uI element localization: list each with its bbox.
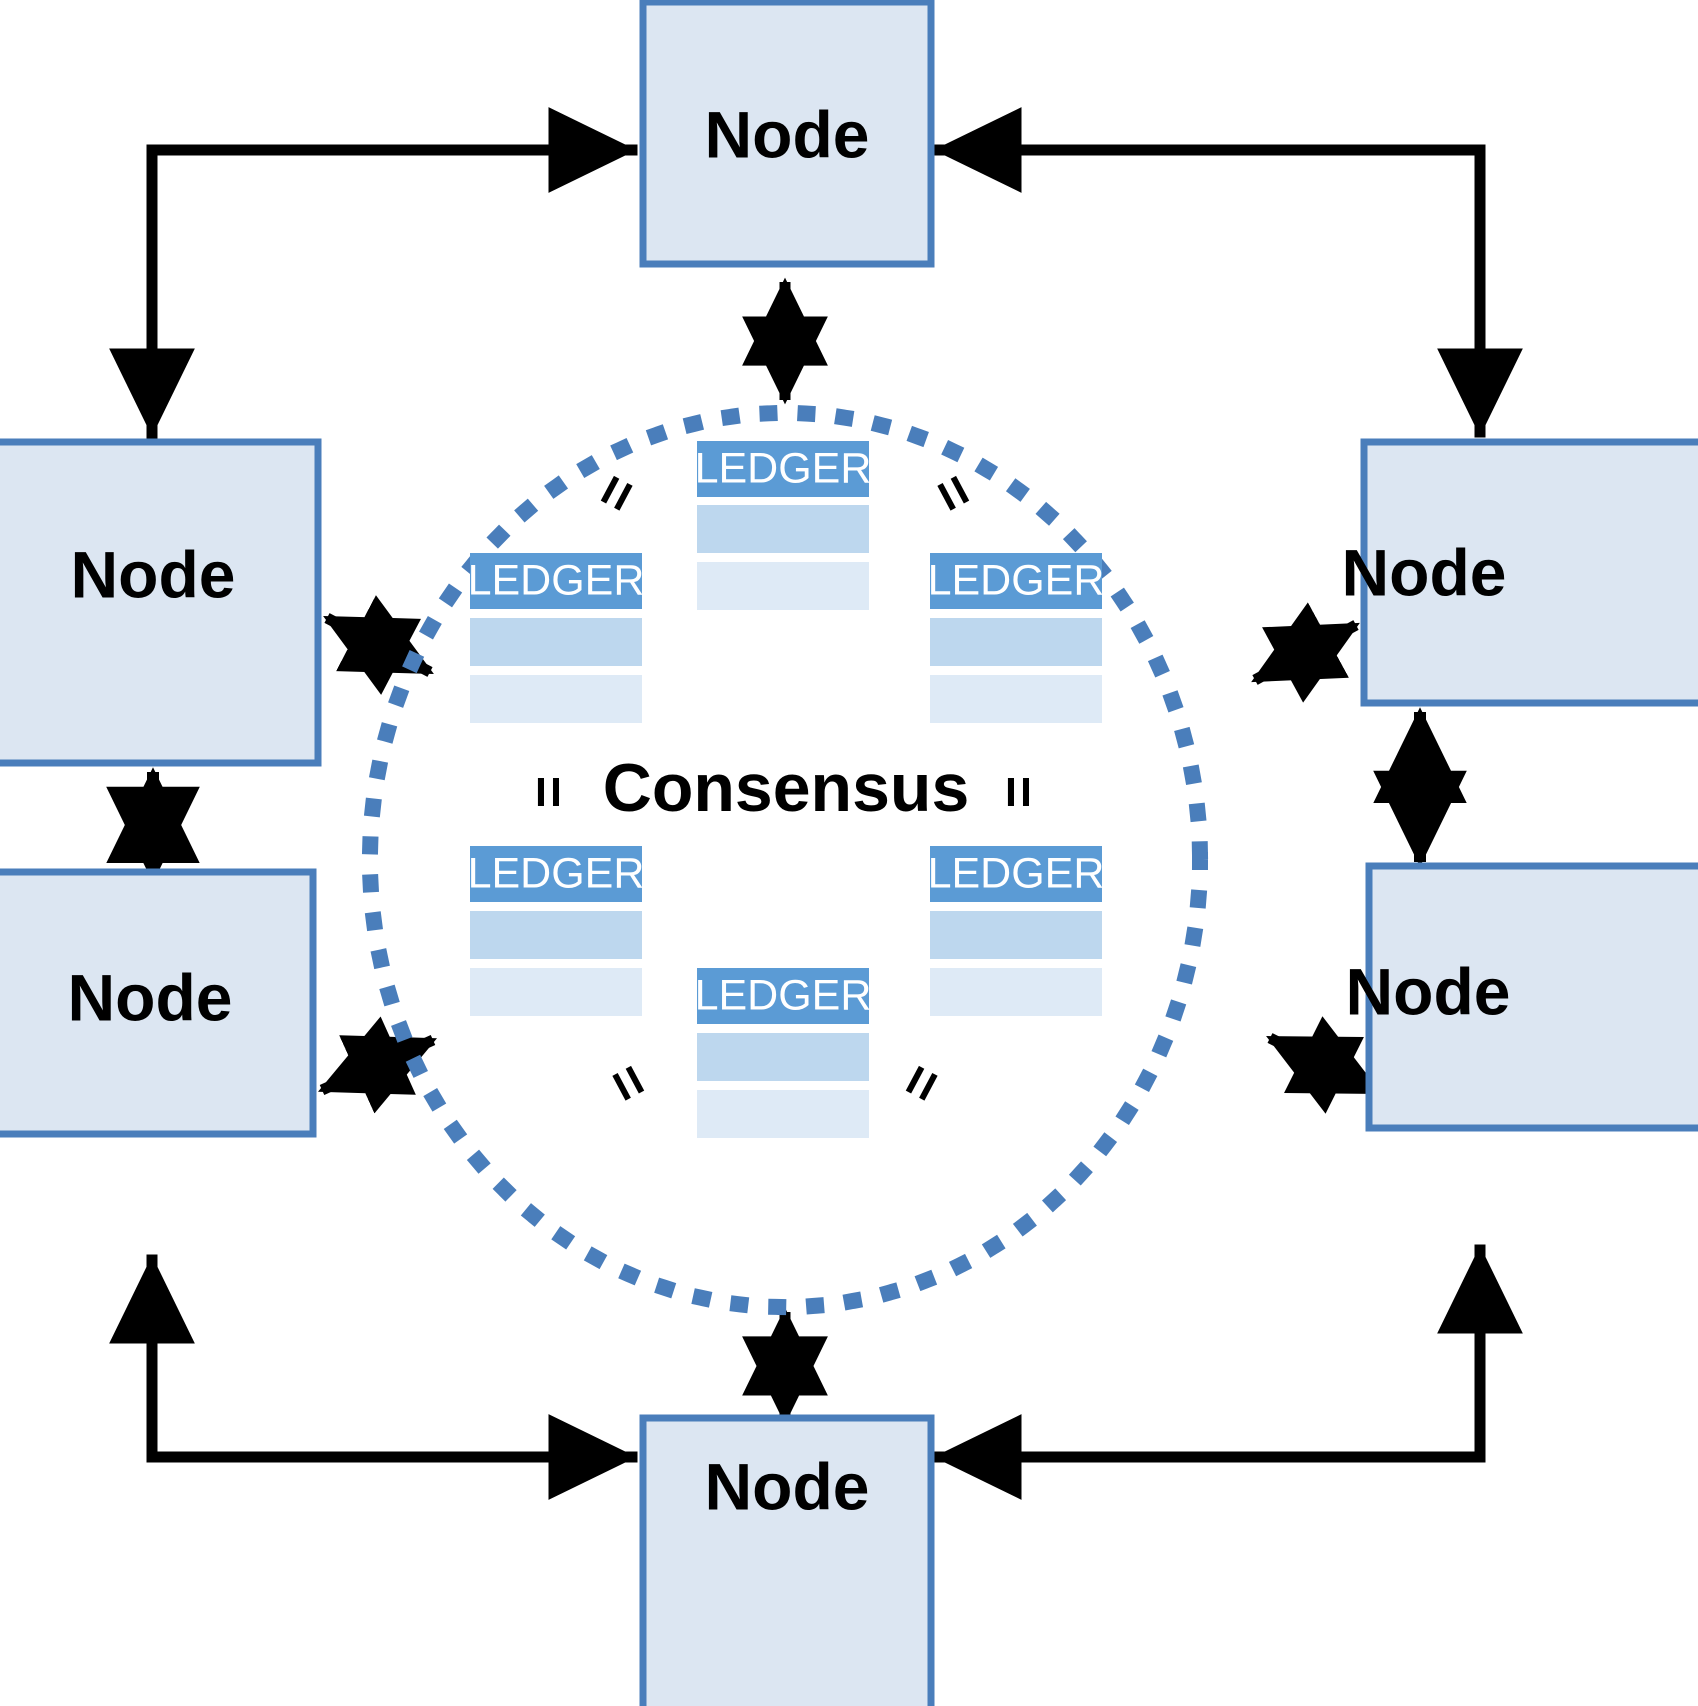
ledger-row xyxy=(697,562,869,610)
conn-left-lower-to-center xyxy=(317,1016,438,1114)
svg-text:=: = xyxy=(594,1054,665,1112)
consensus-boundary-circle xyxy=(362,405,1208,1315)
ledger-top[interactable]: LEDGER xyxy=(695,441,872,610)
svg-text:=: = xyxy=(919,464,990,522)
ledger-left-lower-label: LEDGER xyxy=(468,849,645,897)
node-bottom-label: Node xyxy=(705,1449,870,1523)
node-left-lower-label: Node xyxy=(68,960,233,1034)
conn-right-lower-to-center xyxy=(1266,1016,1382,1114)
svg-text:=: = xyxy=(516,776,579,809)
ledger-row xyxy=(697,1090,869,1138)
svg-text:=: = xyxy=(885,1054,956,1112)
conn-right-upper-to-center xyxy=(1251,602,1360,703)
node-left-lower[interactable]: Node xyxy=(0,868,317,1138)
ledger-left-upper[interactable]: LEDGER xyxy=(468,553,645,723)
ledger-right-upper[interactable]: LEDGER xyxy=(928,553,1105,723)
eq-mark-mid-right: = xyxy=(986,776,1049,809)
ledger-bottom[interactable]: LEDGER xyxy=(695,968,872,1138)
node-right-lower-label: Node xyxy=(1346,954,1511,1028)
ledger-right-lower[interactable]: LEDGER xyxy=(928,846,1105,1016)
node-top-label: Node xyxy=(705,97,870,171)
ledger-left-upper-label: LEDGER xyxy=(468,556,645,604)
ledger-left-lower[interactable]: LEDGER xyxy=(468,846,645,1016)
ledger-row xyxy=(470,675,642,723)
ledger-row xyxy=(930,911,1102,959)
node-bottom[interactable]: Node xyxy=(639,1414,935,1706)
node-left-upper[interactable]: Node xyxy=(0,438,322,767)
ledger-row xyxy=(930,968,1102,1016)
ledger-row xyxy=(697,1033,869,1081)
ledger-row xyxy=(470,968,642,1016)
eq-mark-bottom-left: = xyxy=(594,1054,665,1112)
node-top[interactable]: Node xyxy=(639,0,935,268)
consensus-label: Consensus xyxy=(603,750,970,826)
node-right-lower[interactable]: Node xyxy=(1346,862,1698,1132)
eq-mark-top-right: = xyxy=(919,464,990,522)
svg-text:=: = xyxy=(580,464,651,522)
eq-mark-mid-left: = xyxy=(516,776,579,809)
node-right-upper[interactable]: Node xyxy=(1342,438,1698,707)
ledger-row xyxy=(470,911,642,959)
ledger-right-upper-label: LEDGER xyxy=(928,556,1105,604)
ledger-bottom-label: LEDGER xyxy=(695,971,872,1019)
eq-mark-bottom-right: = xyxy=(885,1054,956,1112)
node-left-upper-label: Node xyxy=(71,537,236,611)
ledger-row xyxy=(930,618,1102,666)
node-right-upper-label: Node xyxy=(1342,535,1507,609)
ledger-right-lower-label: LEDGER xyxy=(928,849,1105,897)
ledger-top-label: LEDGER xyxy=(695,444,872,492)
ledger-row xyxy=(470,618,642,666)
ledger-row xyxy=(930,675,1102,723)
eq-mark-top-left: = xyxy=(580,464,651,522)
ledger-row xyxy=(697,505,869,553)
svg-text:=: = xyxy=(986,776,1049,809)
